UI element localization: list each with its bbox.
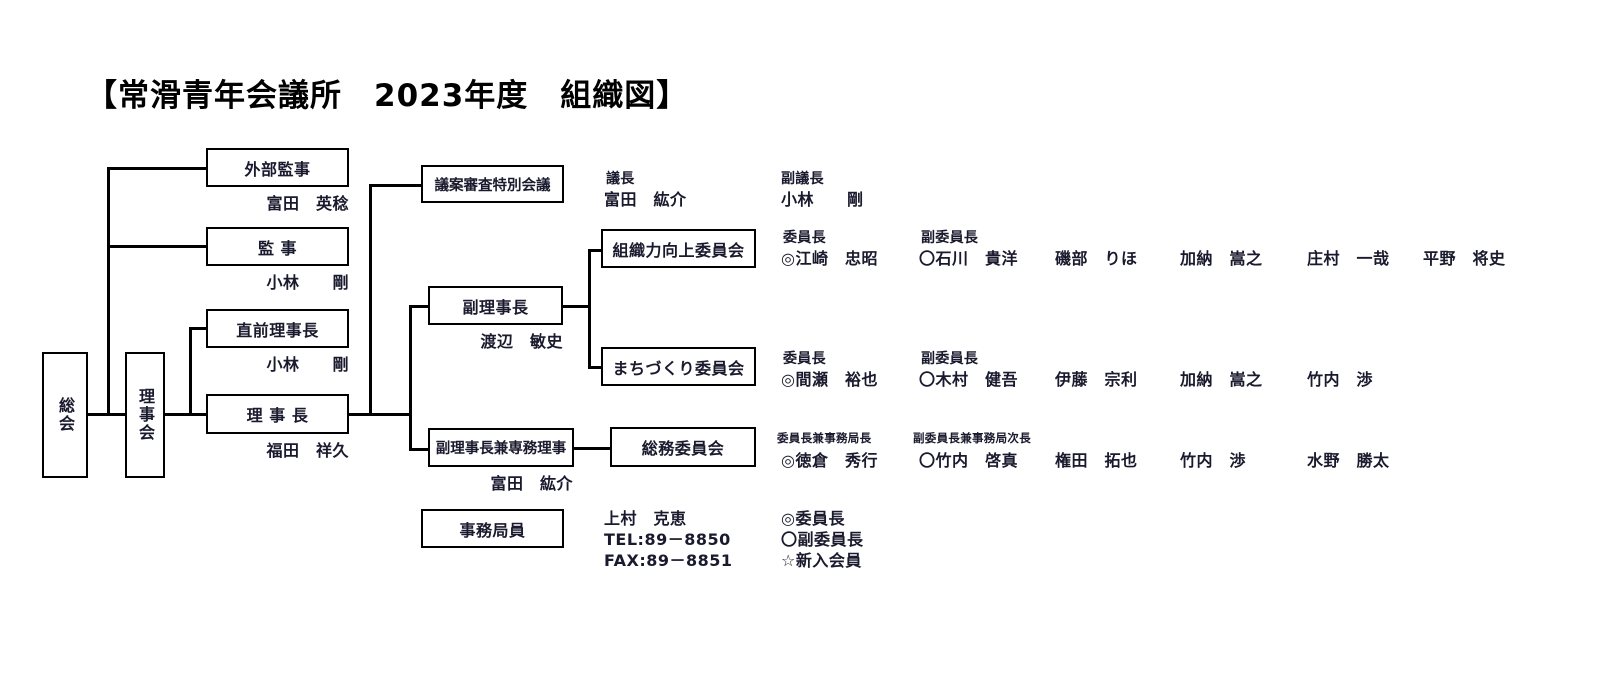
secretariat-fax: FAX:89－8851 (604, 551, 733, 570)
committee-org-member-3: 平野 将史 (1423, 249, 1506, 268)
committee-org-vice-name: 〇石川 貴洋 (919, 249, 1019, 268)
committee-general-chair-name: ◎徳倉 秀行 (781, 451, 878, 470)
connector-committee-trunk-vertical (588, 249, 591, 369)
committee-machi-vice-role: 副委員長 (921, 351, 979, 367)
connector-vp-right (562, 305, 590, 308)
name-external-auditor: 富田 英稔 (266, 194, 349, 213)
connector-president-trunk-vertical (369, 184, 372, 416)
legend-chair: ◎委員長 (781, 509, 845, 528)
connector-to-president (189, 413, 206, 416)
committee-machi-chair-role: 委員長 (783, 351, 826, 367)
connector-vp-trunk-horizontal (369, 413, 412, 416)
connector-board-right (165, 413, 192, 416)
connector-to-external-auditor (107, 167, 206, 170)
connector-to-immediate-past-president (189, 327, 206, 330)
name-vice-president: 渡辺 敏史 (480, 332, 563, 351)
bill-review-chair-role: 議長 (606, 171, 635, 187)
box-committee-machizukuri[interactable]: まちづくり委員会 (601, 347, 756, 386)
committee-general-chair-role: 委員長兼事務局長 (777, 431, 872, 445)
connector-to-committee-general-affairs (574, 447, 610, 450)
box-secretariat-staff[interactable]: 事務局員 (421, 509, 564, 548)
committee-org-member-0: 磯部 りほ (1055, 249, 1138, 268)
connector-president-right (348, 413, 372, 416)
legend-vice-chair: 〇副委員長 (781, 530, 864, 549)
committee-org-member-2: 庄村 一哉 (1307, 249, 1390, 268)
connector-to-vice-president (409, 305, 428, 308)
committee-org-chair-role: 委員長 (783, 230, 826, 246)
box-vice-president-exec[interactable]: 副理事長兼専務理事 (428, 428, 574, 467)
committee-machi-vice-name: 〇木村 健吾 (919, 370, 1019, 389)
box-president[interactable]: 理 事 長 (206, 394, 349, 434)
box-external-auditor[interactable]: 外部監事 (206, 148, 349, 187)
box-general-meeting[interactable]: 総会 (42, 352, 88, 478)
box-board[interactable]: 理事会 (125, 352, 165, 478)
page-title: 【常滑青年会議所 2023年度 組織図】 (86, 78, 689, 114)
committee-general-member-2: 水野 勝太 (1307, 451, 1390, 470)
name-vice-president-exec: 富田 紘介 (490, 474, 573, 493)
committee-machi-member-2: 竹内 渉 (1307, 370, 1374, 389)
committee-machi-member-0: 伊藤 宗利 (1055, 370, 1138, 389)
connector-to-vice-president-exec (409, 448, 428, 451)
committee-machi-chair-name: ◎間瀬 裕也 (781, 370, 878, 389)
connector-general-to-board (88, 413, 125, 416)
committee-general-member-0: 権田 拓也 (1055, 451, 1138, 470)
legend-new-member: ☆新入会員 (781, 551, 862, 570)
box-vice-president[interactable]: 副理事長 (428, 286, 563, 325)
connector-to-committee-org (588, 249, 602, 252)
name-president: 福田 祥久 (266, 441, 349, 460)
box-committee-general-affairs[interactable]: 総務委員会 (610, 427, 756, 467)
secretariat-tel: TEL:89－8850 (604, 530, 731, 549)
committee-general-vice-name: 〇竹内 啓真 (919, 451, 1019, 470)
box-bill-review-meeting[interactable]: 議案審査特別会議 (421, 165, 564, 203)
box-immediate-past-president[interactable]: 直前理事長 (206, 309, 349, 348)
connector-president-branch-vertical (189, 327, 192, 416)
connector-vp-trunk-vertical (409, 305, 412, 451)
committee-org-chair-name: ◎江崎 忠昭 (781, 249, 878, 268)
box-auditor[interactable]: 監 事 (206, 227, 349, 266)
name-auditor: 小林 剛 (266, 273, 349, 292)
name-immediate-past-president: 小林 剛 (266, 355, 349, 374)
committee-general-member-1: 竹内 渉 (1180, 451, 1247, 470)
connector-audit-trunk-vertical (107, 167, 110, 415)
committee-machi-member-1: 加納 嵩之 (1180, 370, 1263, 389)
committee-general-vice-role: 副委員長兼事務局次長 (913, 431, 1031, 445)
bill-review-chair-name: 富田 紘介 (604, 190, 687, 209)
bill-review-vice-chair-name: 小林 剛 (781, 190, 864, 209)
connector-to-committee-machi (588, 366, 602, 369)
committee-org-member-1: 加納 嵩之 (1180, 249, 1263, 268)
connector-to-auditor (107, 245, 206, 248)
secretariat-name: 上村 克恵 (604, 509, 687, 528)
box-committee-organization[interactable]: 組織力向上委員会 (601, 229, 756, 268)
bill-review-vice-chair-role: 副議長 (781, 171, 824, 187)
committee-org-vice-role: 副委員長 (921, 230, 979, 246)
connector-to-bill-review (369, 184, 422, 187)
